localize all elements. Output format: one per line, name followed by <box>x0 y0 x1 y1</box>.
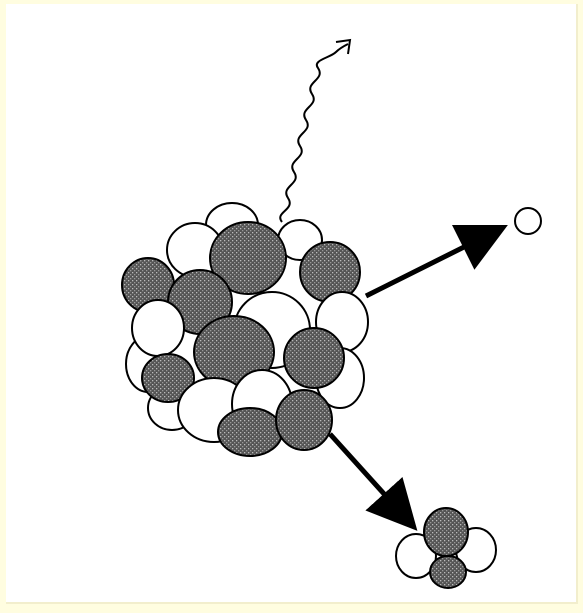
nucleon-proton <box>284 328 344 388</box>
alpha-particle <box>396 508 496 588</box>
nucleon-neutron <box>132 300 184 356</box>
nucleus <box>122 203 368 456</box>
alpha-proton <box>424 508 468 556</box>
proton-emission <box>366 208 541 296</box>
proton-arrow <box>366 234 490 296</box>
alpha-proton <box>430 556 466 588</box>
gamma-ray <box>280 40 350 222</box>
alpha-arrow <box>330 434 404 516</box>
alpha-emission <box>330 434 496 588</box>
emitted-proton <box>515 208 541 234</box>
nucleon-proton <box>218 408 282 456</box>
nucleon-proton <box>276 390 332 450</box>
gamma-ray-wave <box>280 44 348 222</box>
